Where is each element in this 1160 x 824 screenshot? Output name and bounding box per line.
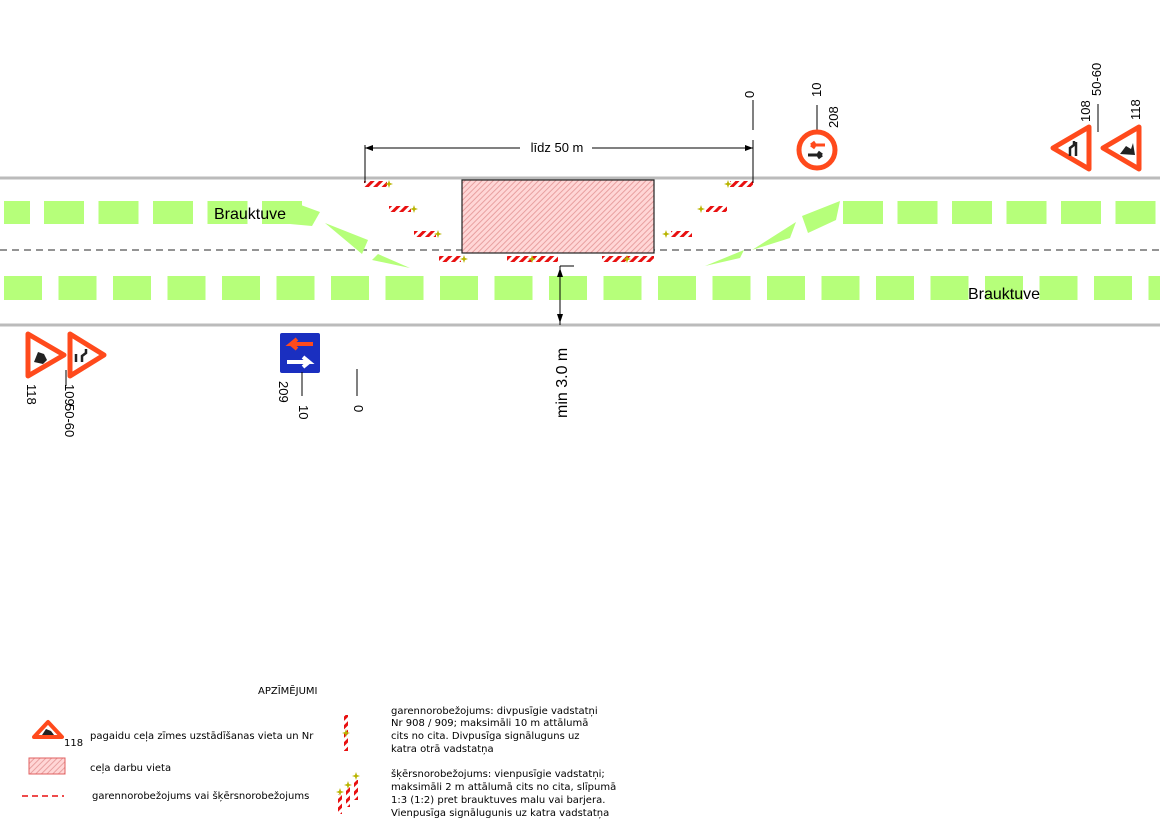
lane-markings bbox=[4, 201, 1160, 300]
lane-marking bbox=[58, 276, 97, 300]
legend-longitudinal-post-icon bbox=[342, 715, 350, 751]
lane-marking bbox=[1061, 201, 1101, 224]
sign-118-roadworks-icon-right bbox=[1100, 124, 1142, 172]
lane-taper bbox=[752, 222, 796, 250]
sign-118-roadworks-icon-left bbox=[25, 331, 67, 379]
legend: APZĪMĒJUMI 118 pagaidu ceļa zīmes uzstād… bbox=[22, 684, 616, 819]
lane-marking bbox=[385, 276, 424, 300]
sign-209-number: 209 bbox=[276, 381, 291, 403]
lane-marking bbox=[876, 276, 914, 300]
legend-work-area-icon bbox=[28, 757, 66, 775]
lane-marking bbox=[930, 276, 969, 300]
barrier-post bbox=[706, 206, 727, 212]
signal-light-icon bbox=[460, 255, 468, 263]
barrier-post bbox=[439, 256, 461, 262]
sign-208-number: 208 bbox=[826, 106, 841, 128]
barriers bbox=[364, 180, 753, 263]
legend-transverse-line: šķērsnorobežojums: vienpusīgie vadstatņi… bbox=[391, 768, 605, 780]
clearance-dimension-label: min 3.0 m bbox=[554, 348, 571, 418]
lane-marking bbox=[821, 276, 860, 300]
lane-taper bbox=[290, 201, 320, 226]
length-dimension-label: līdz 50 m bbox=[531, 140, 584, 155]
lane-marking bbox=[843, 201, 883, 224]
legend-longitudinal-line: garennorobežojums: divpusīgie vadstatņi bbox=[391, 705, 598, 717]
sign-118-number-left: 118 bbox=[24, 384, 39, 405]
sign-108-road-narrows-icon bbox=[1050, 124, 1092, 172]
lane-taper bbox=[802, 201, 840, 233]
sign-108-number: 108 bbox=[1078, 100, 1093, 122]
lane-marking bbox=[1094, 276, 1132, 300]
lane-marking bbox=[985, 276, 1023, 300]
lane-marking bbox=[658, 276, 696, 300]
left-zero-label: 0 bbox=[351, 405, 366, 412]
lane-marking bbox=[494, 276, 533, 300]
right-zero-label: 0 bbox=[742, 91, 757, 98]
lane-marking bbox=[440, 276, 478, 300]
legend-dashed-desc: garennorobežojums vai šķērsnorobežojums bbox=[92, 790, 309, 802]
lane-taper bbox=[705, 250, 744, 266]
barrier-post bbox=[364, 181, 387, 187]
legend-title: APZĪMĒJUMI bbox=[258, 684, 317, 697]
lane-marking bbox=[98, 201, 139, 224]
lane-marking bbox=[1039, 276, 1078, 300]
sign-209-distance: 10 bbox=[296, 405, 311, 419]
sign-208-distance: 10 bbox=[809, 83, 824, 97]
legend-longitudinal-line: Nr 908 / 909; maksimāli 10 m attālumā bbox=[391, 718, 588, 729]
lane-marking bbox=[952, 201, 992, 224]
lane-marking bbox=[767, 276, 805, 300]
lane-label-top: Brauktuve bbox=[214, 206, 286, 223]
lane-marking bbox=[1006, 201, 1047, 224]
lane-marking bbox=[44, 201, 84, 224]
lane-label-bottom: Brauktuve bbox=[968, 286, 1040, 303]
lane-marking bbox=[549, 276, 587, 300]
work-area bbox=[461, 179, 655, 254]
lane-marking bbox=[276, 276, 315, 300]
lane-marking bbox=[222, 276, 260, 300]
legend-work-area-desc: ceļa darbu vieta bbox=[90, 763, 171, 774]
lane-marking bbox=[4, 201, 30, 224]
legend-transverse-line: maksimāli 2 m attālumā cits no cita, slī… bbox=[391, 782, 616, 793]
signal-light-icon bbox=[662, 230, 670, 238]
barrier-post bbox=[671, 231, 692, 237]
lane-marking bbox=[1115, 201, 1156, 224]
legend-sign-icon bbox=[32, 720, 64, 739]
barrier-post bbox=[414, 231, 436, 237]
lane-marking bbox=[113, 276, 151, 300]
legend-longitudinal-line: cits no cita. Divpusīga signāluguns uz bbox=[391, 731, 580, 742]
lane-marking bbox=[153, 201, 193, 224]
signal-light-icon bbox=[410, 205, 418, 213]
sign-109-distance: 50-60 bbox=[62, 404, 77, 437]
legend-transverse-line: 1:3 (1:2) pret brauktuves malu vai barje… bbox=[391, 795, 605, 806]
sign-208-no-overtaking-icon bbox=[796, 129, 838, 171]
lane-marking bbox=[207, 201, 248, 224]
lane-marking bbox=[4, 276, 42, 300]
legend-transverse-line: Vienpusīga signālugunis uz katra vadstat… bbox=[391, 808, 609, 819]
lane-marking bbox=[712, 276, 751, 300]
sign-209-priority-oncoming-icon bbox=[280, 333, 320, 373]
legend-sign-number: 118 bbox=[64, 738, 83, 749]
sign-118-number-right: 118 bbox=[1128, 99, 1143, 120]
sign-109-road-narrows-icon bbox=[67, 331, 107, 379]
signal-light-icon bbox=[697, 205, 705, 213]
lane-taper bbox=[325, 223, 368, 254]
lane-taper bbox=[372, 254, 410, 268]
legend-longitudinal-line: katra otrā vadstatņa bbox=[391, 744, 494, 755]
lane-marking bbox=[1148, 276, 1160, 300]
lane-marking bbox=[167, 276, 206, 300]
lane-marking bbox=[897, 201, 938, 224]
legend-transverse-posts-icon bbox=[336, 772, 360, 814]
lane-marking bbox=[331, 276, 369, 300]
barrier-post bbox=[389, 206, 411, 212]
sign-108-distance: 50-60 bbox=[1089, 63, 1104, 96]
lane-marking bbox=[603, 276, 642, 300]
barrier-post bbox=[730, 181, 753, 187]
sign-109-number: 109 bbox=[62, 384, 77, 406]
legend-sign-desc: pagaidu ceļa zīmes uzstādīšanas vieta un… bbox=[90, 730, 314, 742]
